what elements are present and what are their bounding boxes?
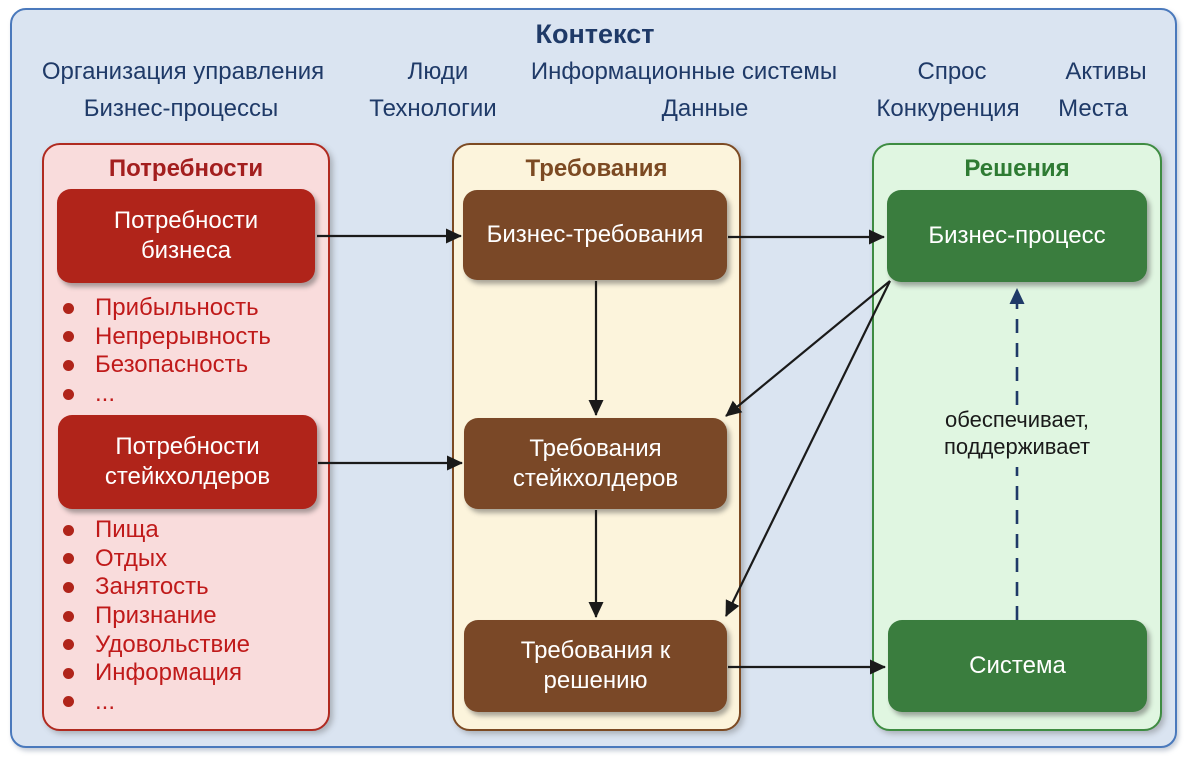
list-item: Отдых (42, 545, 250, 574)
supports-arrow-label: обеспечивает, поддерживает (943, 407, 1091, 459)
solution-requirements-box: Требования к решению (464, 620, 727, 712)
diagram-title: Контекст (535, 19, 655, 49)
bullet-icon (63, 388, 74, 400)
needs-panel-title: Потребности (108, 155, 264, 182)
bullet-icon (63, 667, 74, 679)
stakeholder-needs-list: Пища Отдых Занятость Признание Удовольст… (42, 516, 250, 716)
list-item: Удовольствие (42, 630, 250, 659)
context-label-data: Данные (661, 95, 749, 122)
stakeholder-needs-box: Потребности стейкхолдеров (58, 415, 317, 509)
list-item: ... (42, 380, 271, 409)
bullet-icon (63, 359, 74, 371)
business-needs-box: Потребности бизнеса (57, 189, 315, 283)
context-label-management-organization: Организация управления (41, 58, 325, 85)
context-label-demand: Спрос (917, 58, 987, 85)
system-box: Система (888, 620, 1147, 712)
bullet-icon (63, 302, 74, 314)
context-label-business-processes: Бизнес-процессы (83, 95, 279, 122)
bullet-icon (63, 524, 74, 536)
context-label-technologies: Технологии (369, 95, 497, 122)
stakeholder-requirements-box: Требования стейкхолдеров (464, 418, 727, 509)
list-item: Непрерывность (42, 323, 271, 352)
context-label-information-systems: Информационные системы (530, 58, 838, 85)
bullet-icon (63, 610, 74, 622)
list-item: Занятость (42, 573, 250, 602)
bullet-icon (63, 696, 74, 708)
bullet-icon (63, 553, 74, 565)
list-item: ... (42, 688, 250, 717)
context-label-assets: Активы (1065, 58, 1147, 85)
bullet-icon (63, 581, 74, 593)
bullet-icon (63, 639, 74, 651)
business-process-box: Бизнес-процесс (887, 190, 1147, 282)
solutions-panel-title: Решения (964, 155, 1070, 182)
context-label-competition: Конкуренция (876, 95, 1020, 122)
list-item: Информация (42, 659, 250, 688)
list-item: Безопасность (42, 351, 271, 380)
bullet-icon (63, 331, 74, 343)
context-label-places: Места (1058, 95, 1128, 122)
list-item: Признание (42, 602, 250, 631)
requirements-panel-title: Требования (525, 155, 668, 182)
list-item: Прибыльность (42, 294, 271, 323)
business-requirements-box: Бизнес-требования (463, 190, 727, 280)
business-needs-list: Прибыльность Непрерывность Безопасность … (42, 294, 271, 408)
list-item: Пища (42, 516, 250, 545)
context-label-people: Люди (407, 58, 469, 85)
